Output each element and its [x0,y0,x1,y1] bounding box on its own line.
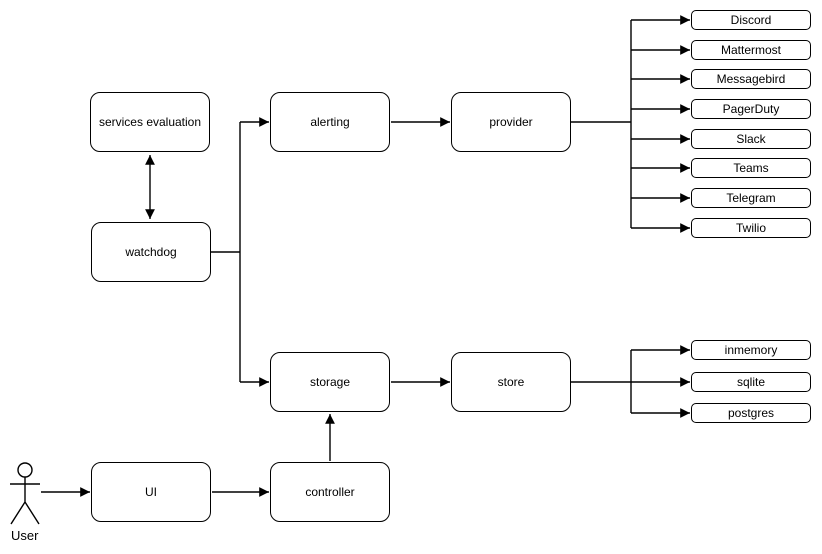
node-provider-slack: Slack [691,129,811,149]
node-watchdog: watchdog [91,222,211,282]
node-label: Slack [736,132,766,146]
edge-watchdog-trunk [211,122,241,382]
node-provider: provider [451,92,571,152]
node-label: provider [489,115,533,129]
node-alerting: alerting [270,92,390,152]
node-store-inmemory: inmemory [691,340,811,360]
node-label: alerting [310,115,350,129]
node-store-sqlite: sqlite [691,372,811,392]
node-provider-telegram: Telegram [691,188,811,208]
node-provider-discord: Discord [691,10,811,30]
node-label: Messagebird [716,72,786,86]
edge-provider-fanout-trunk [571,20,632,228]
node-provider-teams: Teams [691,158,811,178]
node-services-evaluation: services evaluation [90,92,210,152]
node-label: services evaluation [98,115,202,129]
node-ui: UI [91,462,211,522]
node-storage: storage [270,352,390,412]
node-label: inmemory [724,343,778,357]
node-label: Telegram [726,191,776,205]
node-label: controller [305,485,355,499]
node-label: Mattermost [720,43,781,57]
node-label: Teams [733,161,769,175]
node-controller: controller [270,462,390,522]
node-provider-mattermost: Mattermost [691,40,811,60]
node-label: sqlite [736,375,765,389]
node-provider-twilio: Twilio [691,218,811,238]
node-label: UI [145,485,157,499]
edge-store-fanout-trunk [571,350,632,413]
user-actor-icon [10,462,40,525]
node-label: watchdog [125,245,177,259]
node-store-postgres: postgres [691,403,811,423]
node-label: PagerDuty [722,102,780,116]
node-label: postgres [727,406,775,420]
node-label: storage [309,375,351,389]
node-label: store [497,375,525,389]
node-store: store [451,352,571,412]
node-label: Twilio [735,221,766,235]
node-provider-pagerduty: PagerDuty [691,99,811,119]
user-actor-label: User [11,528,39,543]
node-provider-messagebird: Messagebird [691,69,811,89]
node-label: Discord [730,13,772,27]
